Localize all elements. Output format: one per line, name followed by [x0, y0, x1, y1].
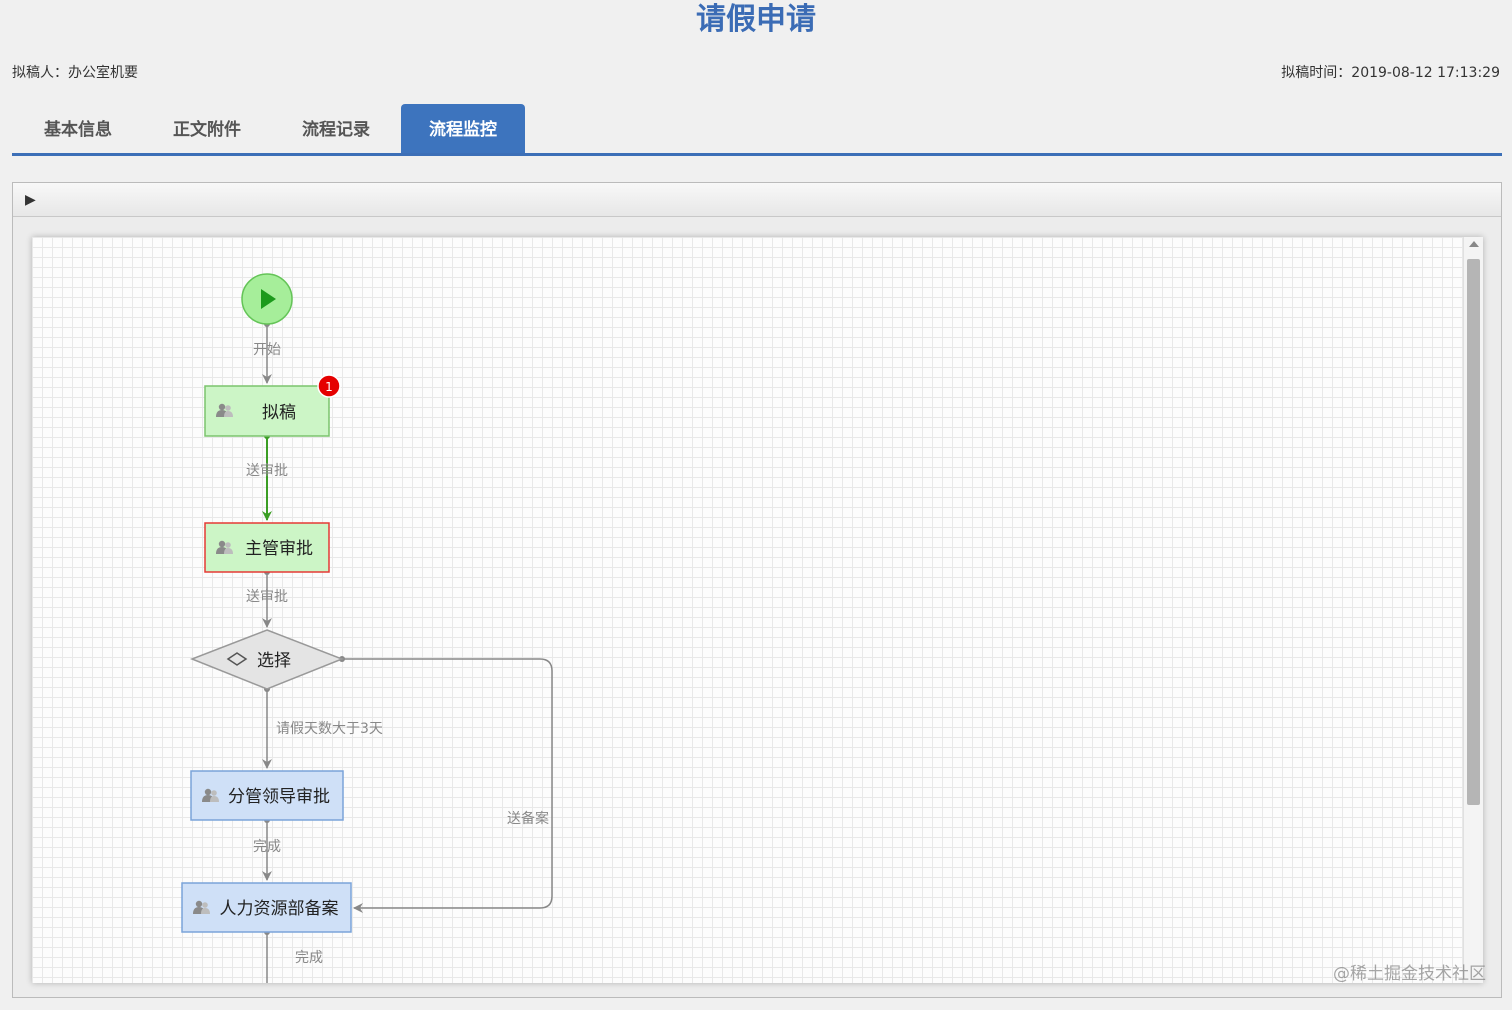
edge-label-done-1: 完成	[253, 839, 281, 855]
node-draft-label: 拟稿	[262, 403, 296, 423]
notification-badge	[317, 374, 341, 398]
node-choice-label: 选择	[257, 651, 291, 671]
edge-label-start: 开始	[253, 342, 281, 358]
tab-bar: 基本信息 正文附件 流程记录 流程监控	[12, 104, 1502, 156]
edge-label-send-record: 送备案	[507, 810, 549, 827]
node-manager-approve-label: 主管审批	[245, 539, 313, 559]
node-leader-approve-label: 分管领导审批	[228, 787, 330, 807]
node-choice[interactable]	[189, 629, 345, 690]
flow-monitor-panel: ▶	[12, 182, 1502, 998]
badge-count: 1	[325, 380, 333, 394]
play-icon	[261, 289, 276, 309]
edge-send-record	[342, 658, 553, 913]
tab-flow-monitor[interactable]: 流程监控	[401, 104, 525, 153]
tab-attachments[interactable]: 正文附件	[173, 120, 241, 140]
edge-label-send-approve-1: 送审批	[246, 463, 288, 479]
toolbar: ▶	[13, 183, 1501, 217]
node-hr-record[interactable]	[181, 882, 352, 933]
edge-label-done-2: 完成	[295, 950, 323, 966]
node-draft[interactable]	[204, 385, 330, 437]
drafter-info: 拟稿人：办公室机要	[12, 65, 138, 81]
tab-flow-record[interactable]: 流程记录	[302, 120, 370, 140]
vertical-scrollbar[interactable]	[1463, 237, 1483, 983]
edge-label-leave-gt-3: 请假天数大于3天	[276, 721, 383, 737]
tab-basic-info[interactable]: 基本信息	[44, 120, 112, 140]
scroll-up-icon[interactable]	[1469, 241, 1479, 247]
flow-canvas: 拟稿 1 主管审批 选择 分管领导审批 人力资源部备案 开始 送审批 送审批 请…	[32, 237, 1483, 983]
flow-diagram: 拟稿 1 主管审批 选择 分管领导审批 人力资源部备案 开始 送审批 送审批 请…	[181, 273, 553, 983]
node-manager-approve[interactable]	[204, 522, 330, 573]
page-title: 请假申请	[696, 2, 816, 37]
gateway-icon	[226, 652, 248, 666]
scrollbar-thumb[interactable]	[1467, 259, 1480, 805]
play-icon[interactable]: ▶	[25, 192, 36, 208]
draft-time: 拟稿时间：2019-08-12 17:13:29	[1281, 65, 1500, 81]
node-hr-record-label: 人力资源部备案	[220, 899, 339, 919]
watermark: @稀土掘金技术社区	[1333, 964, 1486, 984]
node-leader-approve[interactable]	[190, 770, 344, 821]
edge-label-send-approve-2: 送审批	[246, 589, 288, 605]
